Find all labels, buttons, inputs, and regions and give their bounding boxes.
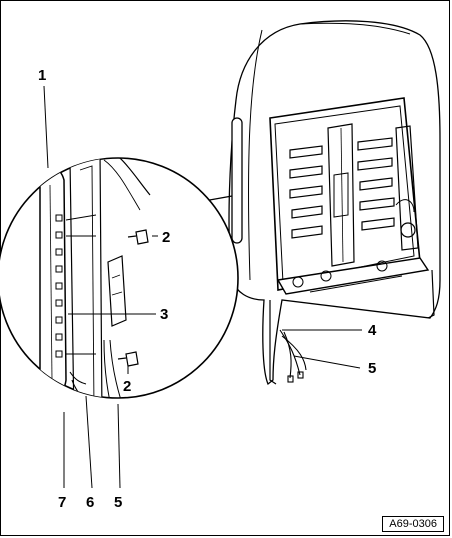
callout-5-right: 5 [368, 360, 376, 377]
callout-5-bottom: 5 [114, 494, 122, 511]
callout-4: 4 [368, 322, 377, 339]
callout-3: 3 [160, 306, 168, 323]
figure-reference-code: A69-0306 [382, 516, 444, 532]
leader-lines [43, 85, 362, 489]
callout-2-upper: 2 [162, 229, 170, 246]
detail-magnifier [0, 157, 239, 399]
wiring-harness [279, 329, 307, 383]
callout-7: 7 [58, 494, 66, 511]
side-trim-panel [39, 167, 67, 396]
callout-1: 1 [38, 67, 46, 84]
clip-lower [117, 351, 139, 367]
clip-upper [127, 229, 149, 245]
callout-6: 6 [86, 494, 94, 511]
callout-2-lower: 2 [123, 378, 131, 395]
